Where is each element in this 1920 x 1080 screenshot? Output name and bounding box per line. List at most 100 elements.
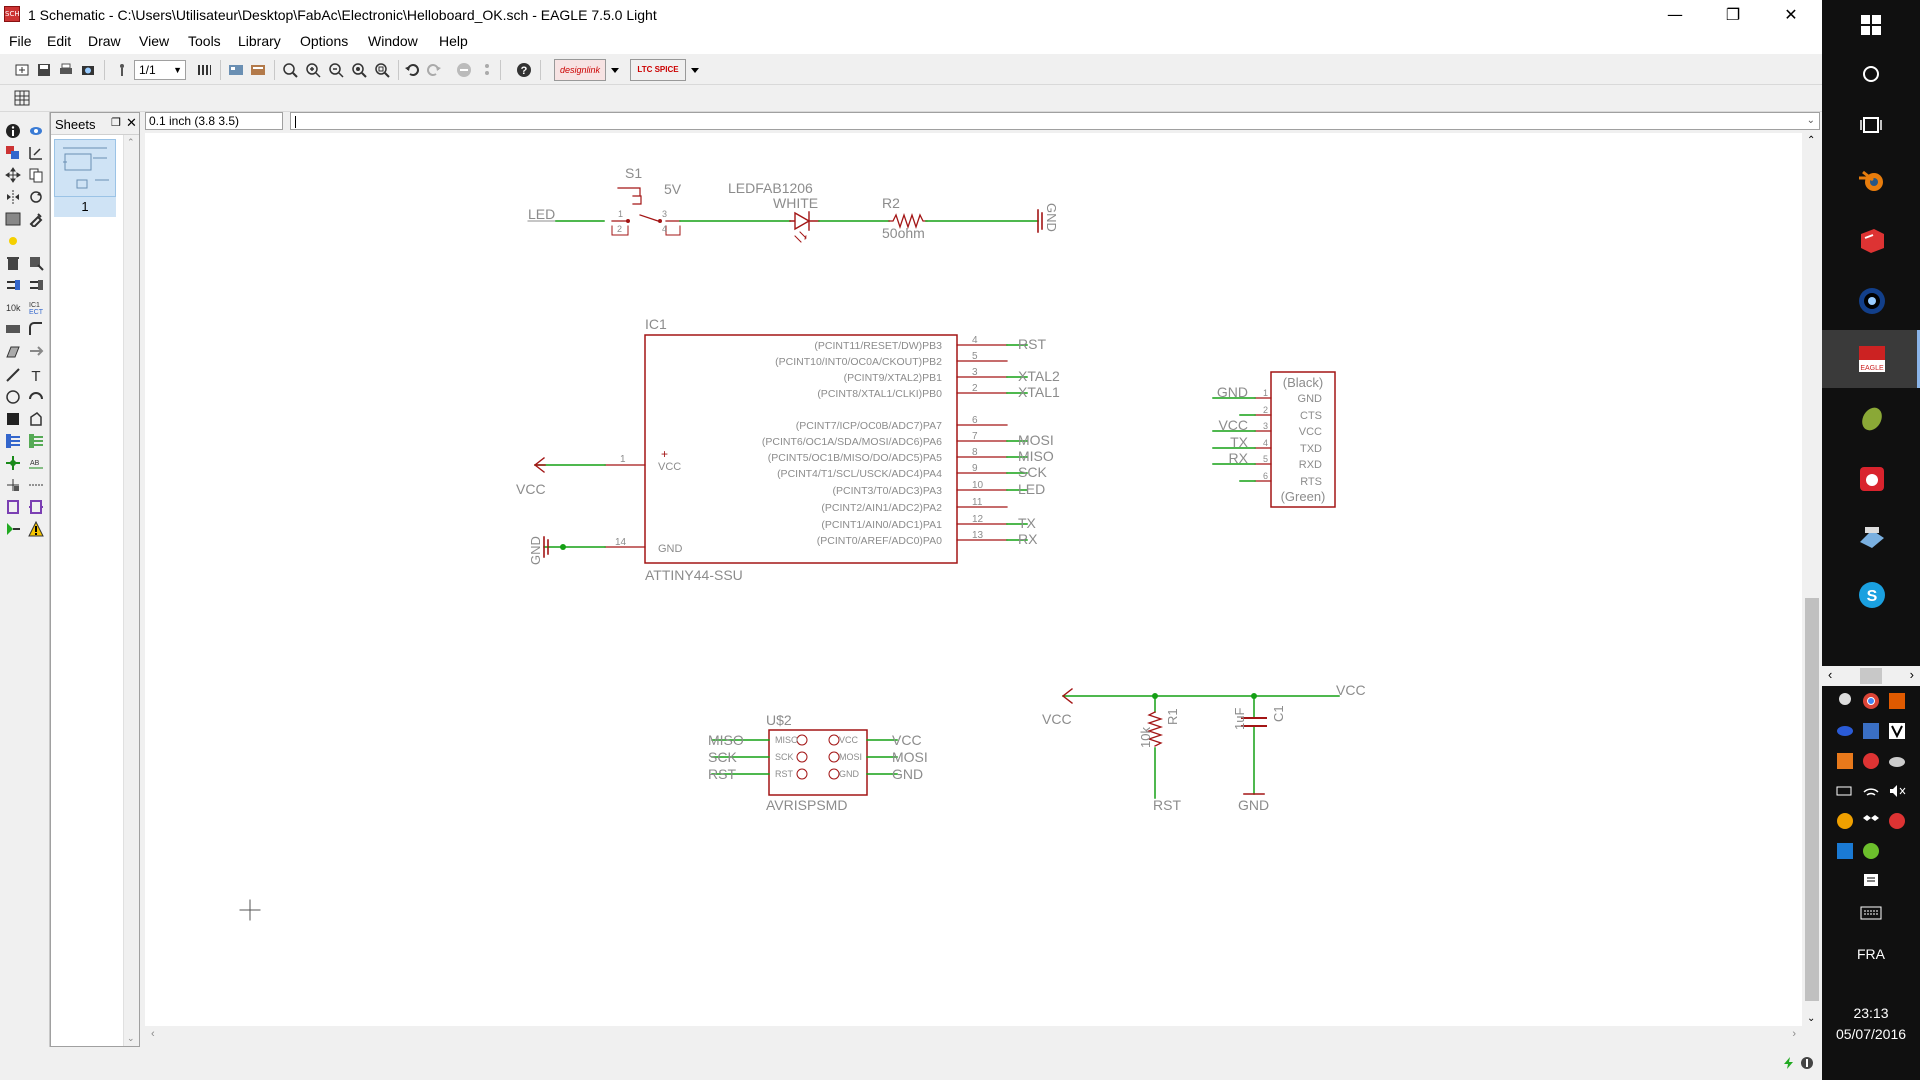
dropbox-tray-icon[interactable] [1862, 812, 1880, 830]
stop-command-icon[interactable] [1800, 1056, 1814, 1070]
ltspice-dropdown-icon[interactable] [690, 62, 700, 78]
ground-symbol-ic1[interactable]: GND [528, 536, 549, 565]
zoom-fit-icon[interactable] [282, 62, 298, 78]
move-icon[interactable] [5, 167, 21, 183]
module-icon[interactable] [28, 499, 44, 515]
command-input[interactable]: ⌄ [290, 112, 1820, 130]
wire-icon[interactable] [5, 367, 21, 383]
rectangle-icon[interactable] [5, 411, 21, 427]
vectorworks-tray-icon[interactable] [1888, 722, 1906, 740]
cam-processor-icon[interactable] [80, 62, 96, 78]
arc-icon[interactable] [28, 389, 44, 405]
lightning-icon[interactable] [1782, 1056, 1796, 1070]
tray-scrollbar[interactable]: ‹ › [1822, 666, 1920, 686]
vcc-symbol-power[interactable]: VCC [1042, 688, 1073, 727]
board-icon[interactable] [228, 62, 244, 78]
rotate-icon[interactable] [28, 189, 44, 205]
junction-icon[interactable] [5, 455, 21, 471]
resistor-r1[interactable]: 10k R1 [1138, 708, 1180, 748]
vcc-symbol-ic1[interactable]: VCC [516, 457, 546, 497]
erc-icon[interactable] [5, 521, 21, 537]
attribute-icon[interactable] [5, 477, 21, 493]
close-panel-icon[interactable]: ✕ [126, 115, 137, 130]
float-panel-icon[interactable]: ❐ [111, 117, 121, 129]
tray-scroll-thumb[interactable] [1860, 668, 1882, 684]
help-icon[interactable]: ? [516, 62, 532, 78]
split-icon[interactable] [5, 343, 21, 359]
wifi-tray-icon[interactable] [1862, 782, 1880, 800]
schematic-canvas[interactable]: LED S1 5V 1 2 3 4 [145, 133, 1822, 1046]
pen-tray-icon[interactable] [1862, 722, 1880, 740]
green-tray-icon[interactable] [1862, 842, 1880, 860]
redo-icon[interactable] [426, 62, 442, 78]
clock-time[interactable]: 23:13 [1853, 1005, 1889, 1021]
ftdi-header[interactable]: (Black) (Green) [1270, 371, 1336, 508]
open-icon[interactable] [14, 62, 30, 78]
ic1-net-label[interactable]: LED [1018, 481, 1045, 497]
change-icon[interactable] [28, 211, 44, 227]
designlink-dropdown-icon[interactable] [610, 62, 620, 78]
info-icon[interactable] [5, 123, 21, 139]
taskbar-app-blender[interactable] [1822, 152, 1920, 210]
led-white[interactable]: LEDFAB1206 WHITE [728, 180, 820, 243]
ltspice-button[interactable]: LTC SPICE [630, 59, 686, 81]
puzzle-tray-icon[interactable] [1836, 752, 1854, 770]
isp-net-label[interactable]: MISO [708, 732, 744, 748]
ic1-net-label[interactable]: RX [1018, 531, 1038, 547]
flower-tray-icon[interactable] [1862, 752, 1880, 770]
resistor-r2[interactable]: R2 50ohm [882, 195, 928, 241]
ic1-attiny44[interactable]: IC1 ATTINY44-SSU VCC GND 1 14 + [604, 316, 958, 583]
ftdi-net-label[interactable]: RX [1229, 450, 1249, 466]
dimension-icon[interactable] [28, 477, 44, 493]
ftdi-net-label[interactable]: GND [1217, 384, 1248, 400]
horizontal-scrollbar[interactable]: ‹ › [145, 1026, 1822, 1046]
miter-icon[interactable] [28, 321, 44, 337]
taskbar-app-skype[interactable]: S [1822, 566, 1920, 624]
errors-warning-icon[interactable] [28, 521, 44, 537]
scroll-left-icon[interactable]: ‹ [151, 1028, 155, 1040]
schematic-drawing[interactable]: LED S1 5V 1 2 3 4 [145, 133, 1802, 1026]
taskbar-app-raspberry[interactable] [1822, 450, 1920, 508]
zoom-redraw-icon[interactable] [351, 62, 367, 78]
switch-s1[interactable]: S1 5V 1 2 3 4 [611, 165, 682, 236]
menu-window[interactable]: Window [368, 33, 418, 49]
library-icon[interactable] [250, 62, 266, 78]
volume-muted-tray-icon[interactable] [1888, 782, 1906, 800]
taskbar-app-cinema4d[interactable] [1822, 272, 1920, 330]
pinswap-icon[interactable] [5, 277, 21, 293]
isp-net-label[interactable]: RST [708, 766, 736, 782]
tray-scroll-left-icon[interactable]: ‹ [1828, 667, 1833, 682]
menu-edit[interactable]: Edit [47, 33, 72, 49]
menu-draw[interactable]: Draw [88, 33, 121, 49]
isp-net-label[interactable]: VCC [892, 732, 922, 748]
restore-button[interactable]: ❐ [1725, 5, 1741, 24]
paste-icon[interactable] [5, 233, 21, 249]
copy-icon[interactable] [28, 167, 44, 183]
ic1-net-label[interactable]: XTAL1 [1018, 384, 1060, 400]
vertical-scroll-thumb[interactable] [1805, 598, 1819, 1001]
app-tray-icon[interactable] [1836, 842, 1854, 860]
mirror-icon[interactable] [5, 189, 21, 205]
scroll-down-icon[interactable]: ⌄ [1807, 1013, 1816, 1024]
eye-tray-icon[interactable] [1836, 722, 1854, 740]
vertical-scrollbar[interactable]: ⌃ ⌄ [1802, 133, 1822, 1026]
capacitor-c1[interactable]: 1uF C1 [1232, 705, 1286, 730]
ground-symbol-led[interactable]: GND [1037, 203, 1059, 233]
zoom-in-icon[interactable] [305, 62, 321, 78]
sheets-scrollbar[interactable]: ⌃ ⌄ [123, 135, 139, 1046]
minimize-button[interactable]: — [1667, 5, 1683, 24]
designlink-button[interactable]: designlink [554, 59, 606, 81]
taskbar-app-green[interactable] [1822, 390, 1920, 448]
ftdi-net-label[interactable]: VCC [1218, 417, 1248, 433]
ftdi-net-label[interactable]: TX [1230, 434, 1249, 450]
frame-icon[interactable] [5, 499, 21, 515]
ground-symbol-c1[interactable]: GND [1238, 793, 1269, 813]
rst-net-label[interactable]: RST [1153, 797, 1181, 813]
mark-icon[interactable] [28, 145, 44, 161]
sheet-number[interactable]: 1 [54, 197, 116, 217]
group-icon[interactable] [5, 211, 21, 227]
sheet-thumbnail[interactable] [54, 139, 116, 197]
circle-icon[interactable] [5, 389, 21, 405]
switch-board-icon[interactable] [114, 62, 130, 78]
